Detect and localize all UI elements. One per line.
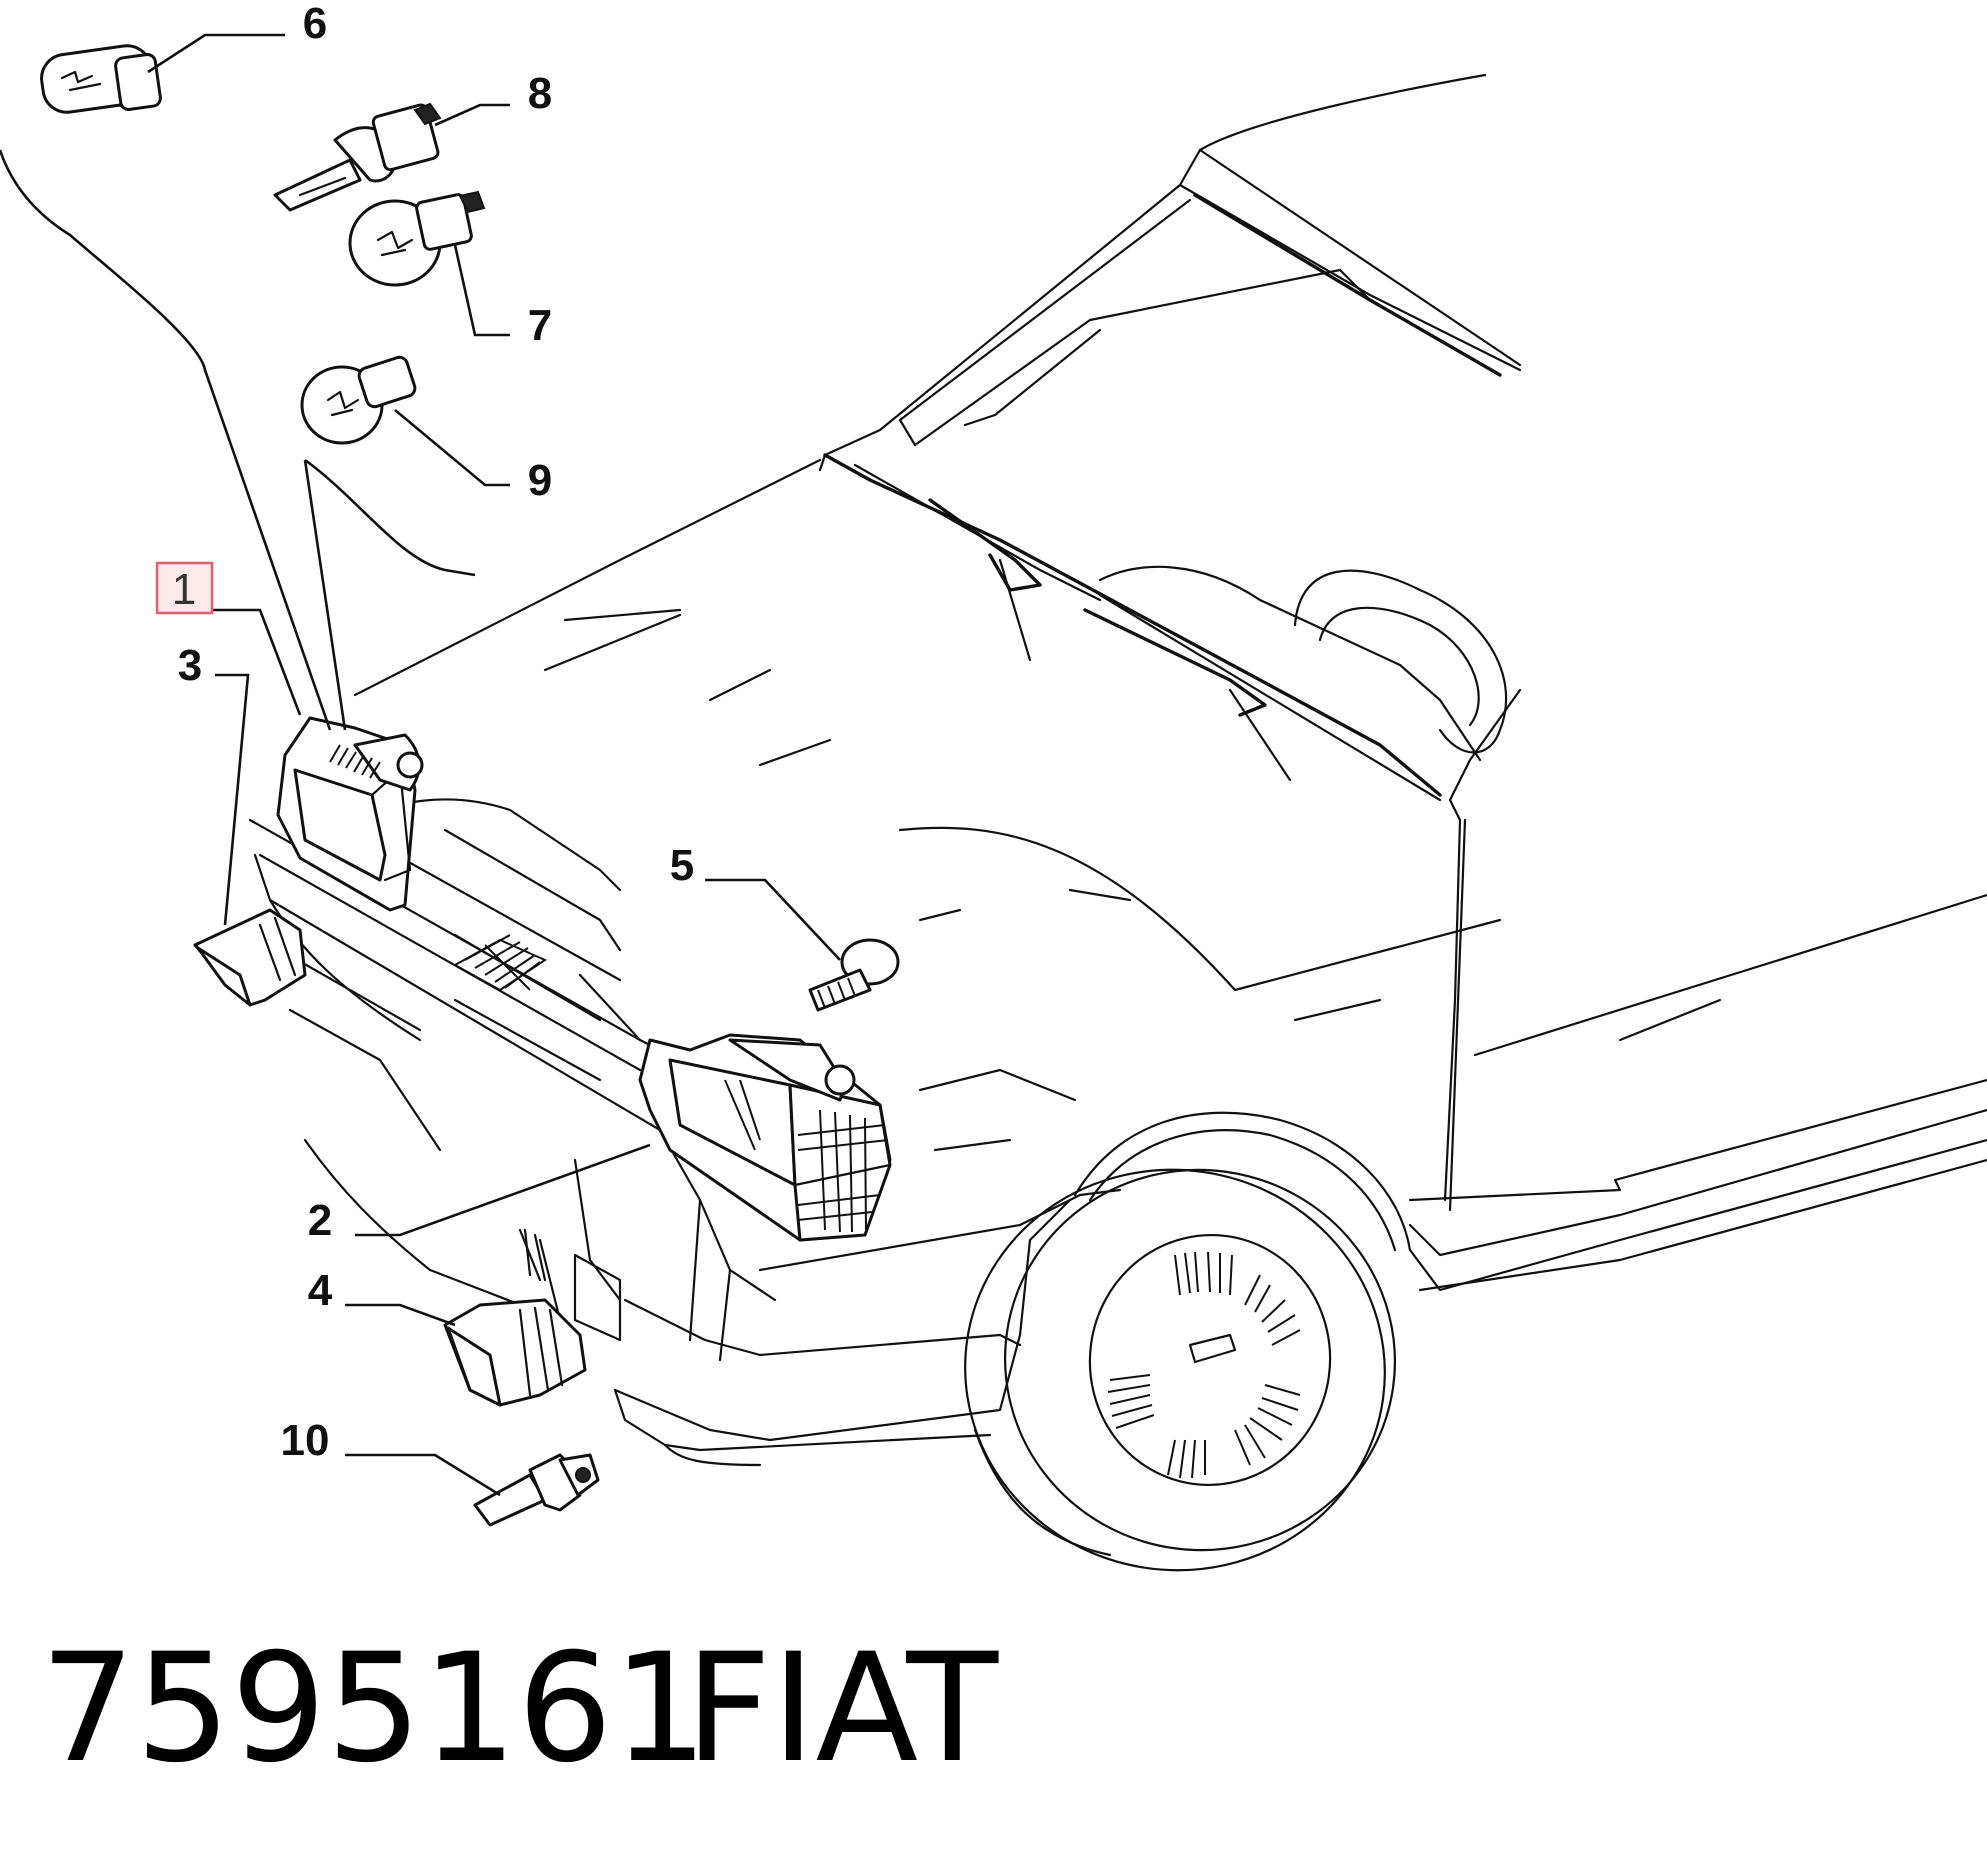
bulb-8-icon xyxy=(273,102,442,212)
side-marker-4-icon xyxy=(443,1298,587,1407)
brand-caption: FIAT xyxy=(685,1622,999,1796)
bulb-9-icon xyxy=(300,355,417,445)
callout-8: 8 xyxy=(528,69,552,118)
bulb-7-icon xyxy=(348,190,486,287)
car-body-outline xyxy=(248,73,1987,1467)
callout-3: 3 xyxy=(178,641,202,690)
callout-6: 6 xyxy=(303,0,327,48)
part-number-caption: 7595161 xyxy=(40,1622,708,1796)
callout-10: 10 xyxy=(281,1416,330,1465)
callout-1-highlight xyxy=(155,561,214,615)
front-wheel xyxy=(964,1168,1397,1572)
callout-4: 4 xyxy=(308,1266,333,1315)
side-marker-3-icon xyxy=(193,908,307,1007)
bolt-5-icon xyxy=(808,938,900,1012)
bulb-6-icon xyxy=(40,44,162,114)
callout-5: 5 xyxy=(670,841,694,890)
callout-7: 7 xyxy=(528,301,552,350)
headlamp-right-icon xyxy=(638,1033,892,1242)
leader-lines xyxy=(0,33,841,1497)
headlamp-left-icon xyxy=(276,716,424,912)
callout-1: 1 xyxy=(172,565,196,614)
bulb-10-icon xyxy=(473,1453,600,1527)
callout-9: 9 xyxy=(528,456,552,505)
callout-2: 2 xyxy=(308,1196,332,1245)
